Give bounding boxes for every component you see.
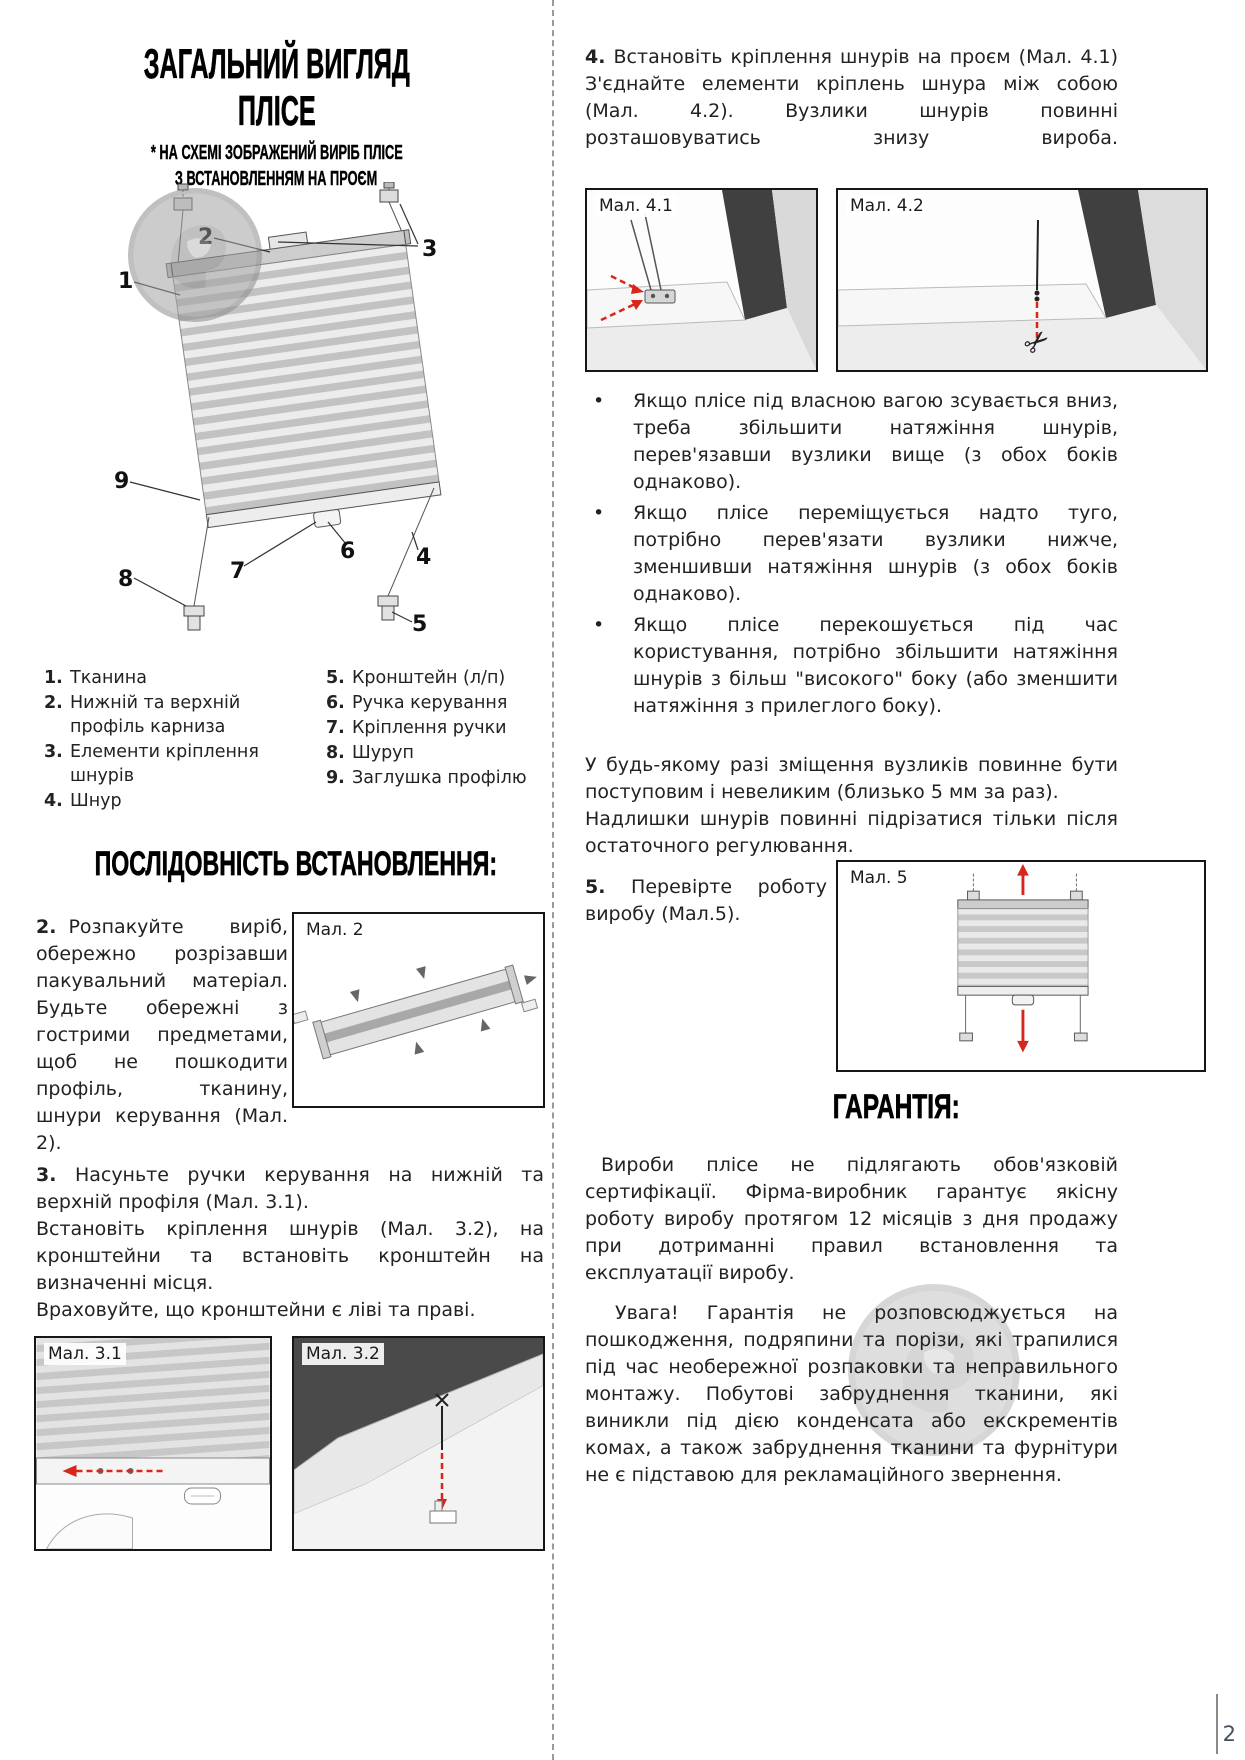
legend-item-text: Кронштейн (л/п) bbox=[352, 668, 506, 688]
figure-3-1: Мал. 3.1 bbox=[34, 1336, 272, 1551]
diagram-callout-4: 4 bbox=[416, 545, 431, 570]
legend-item-number: 2. bbox=[44, 693, 63, 713]
figure-4-2: Мал. 4.2 ✂ bbox=[836, 188, 1208, 372]
bullet-item-1: • Якщо плісе під власною вагою зсуваєтьс… bbox=[585, 388, 1118, 496]
column-divider bbox=[552, 0, 554, 1760]
legend-item-number: 8. bbox=[326, 743, 345, 763]
legend-item-7: 7. Кріплення ручки bbox=[326, 716, 546, 740]
legend-column-1: 1. Тканина 2. Нижній та верхній профіль … bbox=[44, 666, 310, 814]
figure-5-image bbox=[843, 862, 1199, 1070]
figure-3-2: Мал. 3.2 bbox=[292, 1336, 545, 1551]
figure-4-1-image bbox=[587, 190, 816, 370]
diagram-callout-3: 3 bbox=[422, 237, 437, 262]
figure-4-1: Мал. 4.1 bbox=[585, 188, 818, 372]
page-title-line-2: ПЛІСЕ bbox=[237, 87, 316, 135]
figure-3-2-image bbox=[294, 1338, 543, 1549]
legend-item-text: Тканина bbox=[70, 668, 147, 688]
page-number-divider bbox=[1216, 1694, 1218, 1754]
figure-5: Мал. 5 bbox=[836, 860, 1206, 1072]
section-title: ПОСЛІДОВНІСТЬ ВСТАНОВЛЕННЯ: bbox=[94, 845, 498, 884]
page-title: ЗАГАЛЬНИЙ ВИГЛЯД ПЛІСЕ bbox=[0, 40, 553, 135]
step-5-number: 5. bbox=[585, 876, 606, 898]
cord-left-top bbox=[177, 209, 184, 265]
overview-diagram: 1 2 3 4 5 6 7 8 9 bbox=[114, 182, 442, 637]
figure-4-2-label: Мал. 4.2 bbox=[846, 195, 928, 217]
figure-2-image bbox=[294, 914, 543, 1106]
figure-4-2-image: ✂ bbox=[838, 190, 1206, 370]
legend-item-number: 1. bbox=[44, 668, 63, 688]
diagram-callout-8: 8 bbox=[118, 567, 133, 592]
page-subtitle: * НА СХЕМІ ЗОБРАЖЕНИЙ ВИРІБ ПЛІСЕ З ВСТА… bbox=[0, 140, 553, 192]
page-subtitle-line-2: З ВСТАНОВЛЕННЯМ НА ПРОЄМ bbox=[175, 168, 378, 190]
legend-item-3: 3. Елементи кріплення шнурів bbox=[44, 740, 310, 788]
bullet-marker: • bbox=[593, 614, 605, 636]
legend-item-text: Ручка керування bbox=[352, 693, 508, 713]
legend-item-9: 9. Заглушка профілю bbox=[326, 766, 546, 790]
diagram-callout-2: 2 bbox=[198, 225, 213, 250]
bullet-marker: • bbox=[593, 390, 605, 412]
diagram-callout-5: 5 bbox=[412, 612, 427, 637]
figure-3-1-label: Мал. 3.1 bbox=[44, 1343, 126, 1365]
legend-item-text: Заглушка профілю bbox=[352, 768, 527, 788]
diagram-callout-9: 9 bbox=[114, 469, 129, 494]
legend-item-1: 1. Тканина bbox=[44, 666, 310, 690]
step-4-paragraph: 4. Встановіть кріплення шнурів на проєм … bbox=[585, 46, 1118, 149]
diagram-callout-7: 7 bbox=[230, 559, 245, 584]
step-5-paragraph: 5. Перевірте роботу виробу (Мал.5). bbox=[585, 876, 827, 925]
legend-item-number: 5. bbox=[326, 668, 345, 688]
figure-4-1-label: Мал. 4.1 bbox=[595, 195, 677, 217]
cord-left-bottom bbox=[193, 516, 210, 607]
page-subtitle-line-1: * НА СХЕМІ ЗОБРАЖЕНИЙ ВИРІБ ПЛІСЕ bbox=[150, 142, 403, 164]
bullet-text: Якщо плісе під власною вагою зсувається … bbox=[633, 390, 1118, 493]
legend-item-text: Елементи кріплення шнурів bbox=[70, 742, 259, 786]
figure-3-1-image bbox=[36, 1338, 270, 1549]
warranty-title: ГАРАНТІЯ: bbox=[832, 1088, 960, 1127]
diagram-callout-1: 1 bbox=[118, 269, 133, 294]
warranty-paragraph-2: Увага! Гарантія не розповсюджується на п… bbox=[585, 1302, 1118, 1486]
bottom-mount-brackets bbox=[183, 595, 399, 631]
cord-right-top bbox=[388, 201, 403, 233]
bullet-item-3: • Якщо плісе перекошується під час корис… bbox=[585, 612, 1118, 720]
top-mount-brackets bbox=[173, 182, 399, 211]
figure-2: Мал. 2 bbox=[292, 912, 545, 1108]
legend-item-5: 5. Кронштейн (л/п) bbox=[326, 666, 546, 690]
bullet-marker: • bbox=[593, 502, 605, 524]
legend-item-4: 4. Шнур bbox=[44, 789, 310, 813]
diagram-callout-6: 6 bbox=[340, 539, 355, 564]
legend-item-2: 2. Нижній та верхній профіль карниза bbox=[44, 691, 310, 739]
legend: 1. Тканина 2. Нижній та верхній профіль … bbox=[44, 666, 546, 814]
adjustment-note: У будь-якому разі зміщення вузликів пови… bbox=[585, 754, 1118, 857]
legend-item-text: Шуруп bbox=[352, 743, 414, 763]
page-title-line-1: ЗАГАЛЬНИЙ ВИГЛЯД bbox=[143, 40, 410, 88]
legend-item-number: 3. bbox=[44, 742, 63, 762]
figure-5-label: Мал. 5 bbox=[846, 867, 912, 889]
bullet-text: Якщо плісе переміщується надто туго, пот… bbox=[633, 502, 1118, 605]
step-3-number: 3. bbox=[36, 1164, 57, 1186]
step-4-number: 4. bbox=[585, 46, 606, 68]
legend-column-2: 5. Кронштейн (л/п) 6. Ручка керування 7.… bbox=[326, 666, 546, 814]
adjustment-bullet-list: • Якщо плісе під власною вагою зсуваєтьс… bbox=[585, 388, 1118, 724]
step-3-paragraph: 3. Насуньте ручки керування на нижній та… bbox=[36, 1164, 544, 1321]
step-2-paragraph: 2.Розпакуйте виріб, обережно розрізавши … bbox=[36, 916, 288, 1154]
figure-2-label: Мал. 2 bbox=[302, 919, 368, 941]
legend-item-text: Кріплення ручки bbox=[352, 718, 507, 738]
legend-item-8: 8. Шуруп bbox=[326, 741, 546, 765]
page-number: 2 bbox=[1222, 1722, 1236, 1746]
pleated-blind bbox=[165, 229, 442, 529]
legend-item-text: Нижній та верхній профіль карниза bbox=[70, 693, 241, 737]
legend-item-number: 4. bbox=[44, 791, 63, 811]
legend-item-number: 7. bbox=[326, 718, 345, 738]
warranty-paragraph-1: Вироби плісе не підлягають обов'язковій … bbox=[585, 1154, 1118, 1284]
bullet-item-2: • Якщо плісе переміщується надто туго, п… bbox=[585, 500, 1118, 608]
cord-right-bottom bbox=[387, 487, 435, 597]
legend-item-6: 6. Ручка керування bbox=[326, 691, 546, 715]
figure-3-2-label: Мал. 3.2 bbox=[302, 1343, 384, 1365]
legend-item-number: 6. bbox=[326, 693, 345, 713]
legend-item-text: Шнур bbox=[70, 791, 122, 811]
legend-item-number: 9. bbox=[326, 768, 345, 788]
bullet-text: Якщо плісе перекошується під час користу… bbox=[633, 614, 1118, 717]
step-2-number: 2. bbox=[36, 916, 57, 938]
